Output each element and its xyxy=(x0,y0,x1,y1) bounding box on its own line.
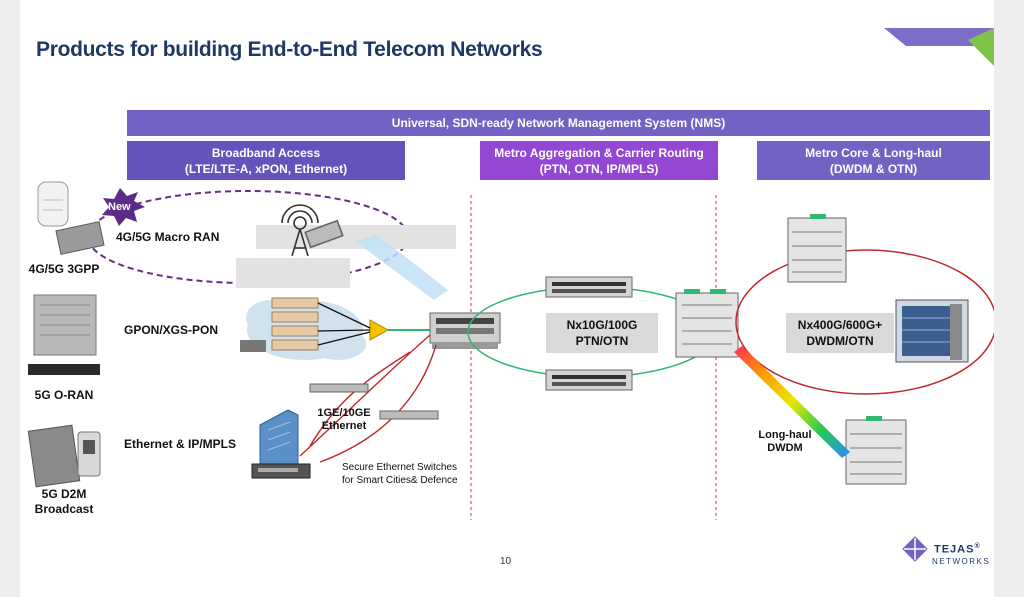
nms-bar: Universal, SDN-ready Network Management … xyxy=(127,110,990,136)
segment-metro-subtitle: (PTN, OTN, IP/MPLS) xyxy=(539,161,659,176)
core-longhaul-device xyxy=(845,416,907,485)
ran-blank-box-1 xyxy=(256,225,456,249)
label-ptn-line1: Nx10G/100G xyxy=(566,318,638,332)
page-number: 10 xyxy=(500,556,512,567)
segment-metro-title: Metro Aggregation & Carrier Routing xyxy=(494,145,704,160)
longhaul-dwdm-beam xyxy=(734,346,850,458)
slide: Products for building End-to-End Telecom… xyxy=(20,0,994,597)
pon-splitter-icon xyxy=(369,319,390,341)
label-ge-line1: 1GE/10GE xyxy=(317,407,371,419)
ethernet-switch-small-2 xyxy=(379,410,439,420)
corner-decoration xyxy=(884,28,994,66)
segment-core-title: Metro Core & Long-haul xyxy=(805,145,942,160)
logo-subtitle: NETWORKS xyxy=(932,557,991,566)
page-title: Products for building End-to-End Telecom… xyxy=(36,38,543,61)
segment-broadband-access: Broadband Access (LTE/LTE-A, xPON, Ether… xyxy=(127,141,405,180)
wireless-link-beam xyxy=(356,234,448,300)
device-d2m-icon xyxy=(27,424,101,488)
label-ge-line2: Ethernet xyxy=(321,420,367,432)
logo-reg-mark: ® xyxy=(974,543,981,550)
tejas-logo-icon xyxy=(902,536,928,562)
segment-core-subtitle: (DWDM & OTN) xyxy=(829,161,918,176)
metro-ptn-device-top xyxy=(545,276,633,298)
pon-fiber-lines xyxy=(317,302,371,346)
building-icon xyxy=(251,409,311,479)
new-badge-label: New xyxy=(108,201,131,213)
row-label-macro-ran: 4G/5G Macro RAN xyxy=(116,230,220,244)
new-badge-star xyxy=(102,188,145,226)
label-ptn-otn-box: Nx10G/100G PTN/OTN xyxy=(546,313,658,353)
core-dwdm-device-rack xyxy=(895,299,969,363)
ran-blank-box-2 xyxy=(236,258,350,288)
segment-access-subtitle: (LTE/LTE-A, xPON, Ethernet) xyxy=(184,161,348,176)
diagram-canvas xyxy=(27,28,994,562)
logo-name: TEJAS® xyxy=(934,543,981,556)
label-ge-ethernet: 1GE/10GE Ethernet xyxy=(314,407,374,433)
ethernet-switch-small-1 xyxy=(309,383,369,393)
label-longhaul-line2: DWDM xyxy=(767,442,803,454)
label-secure-line1: Secure Ethernet Switches xyxy=(342,462,458,473)
segment-access-title: Broadband Access xyxy=(211,145,321,160)
label-secure-switches: Secure Ethernet Switches for Smart Citie… xyxy=(342,461,458,487)
row-label-gpon: GPON/XGS-PON xyxy=(124,323,219,337)
device-oran-icon xyxy=(28,294,100,375)
device-oran-label: 5G O-RAN xyxy=(34,388,94,402)
segment-metro-core: Metro Core & Long-haul (DWDM & OTN) xyxy=(757,141,990,180)
label-longhaul-line1: Long-haul xyxy=(758,429,812,441)
label-longhaul-dwdm: Long-haul DWDM xyxy=(750,429,820,455)
logo-name-text: TEJAS xyxy=(934,543,975,556)
device-3gpp-label: 4G/5G 3GPP xyxy=(28,262,100,276)
device-d2m-label-line1: 5G D2M xyxy=(41,487,87,501)
label-secure-line2: for Smart Cities& Defence xyxy=(342,475,458,486)
segment-metro-aggregation: Metro Aggregation & Carrier Routing (PTN… xyxy=(480,141,718,180)
device-d2m-label: 5G D2M Broadcast xyxy=(24,487,104,517)
row-label-ethernet: Ethernet & IP/MPLS xyxy=(124,437,237,451)
core-dwdm-device-top xyxy=(787,214,847,283)
label-dwdm-line2: DWDM/OTN xyxy=(806,334,874,348)
macro-ran-tower-icon xyxy=(281,204,344,257)
metro-core-hub-device xyxy=(675,289,739,358)
metro-ptn-device-bottom xyxy=(545,369,633,391)
label-ptn-line2: PTN/OTN xyxy=(575,334,629,348)
core-red-ring xyxy=(735,249,994,395)
access-aggregator-device xyxy=(429,312,501,349)
label-dwdm-otn-box: Nx400G/600G+ DWDM/OTN xyxy=(786,313,894,353)
device-d2m-label-line2: Broadcast xyxy=(34,502,94,516)
device-3gpp-icon xyxy=(37,181,105,255)
label-dwdm-line1: Nx400G/600G+ xyxy=(797,318,883,332)
